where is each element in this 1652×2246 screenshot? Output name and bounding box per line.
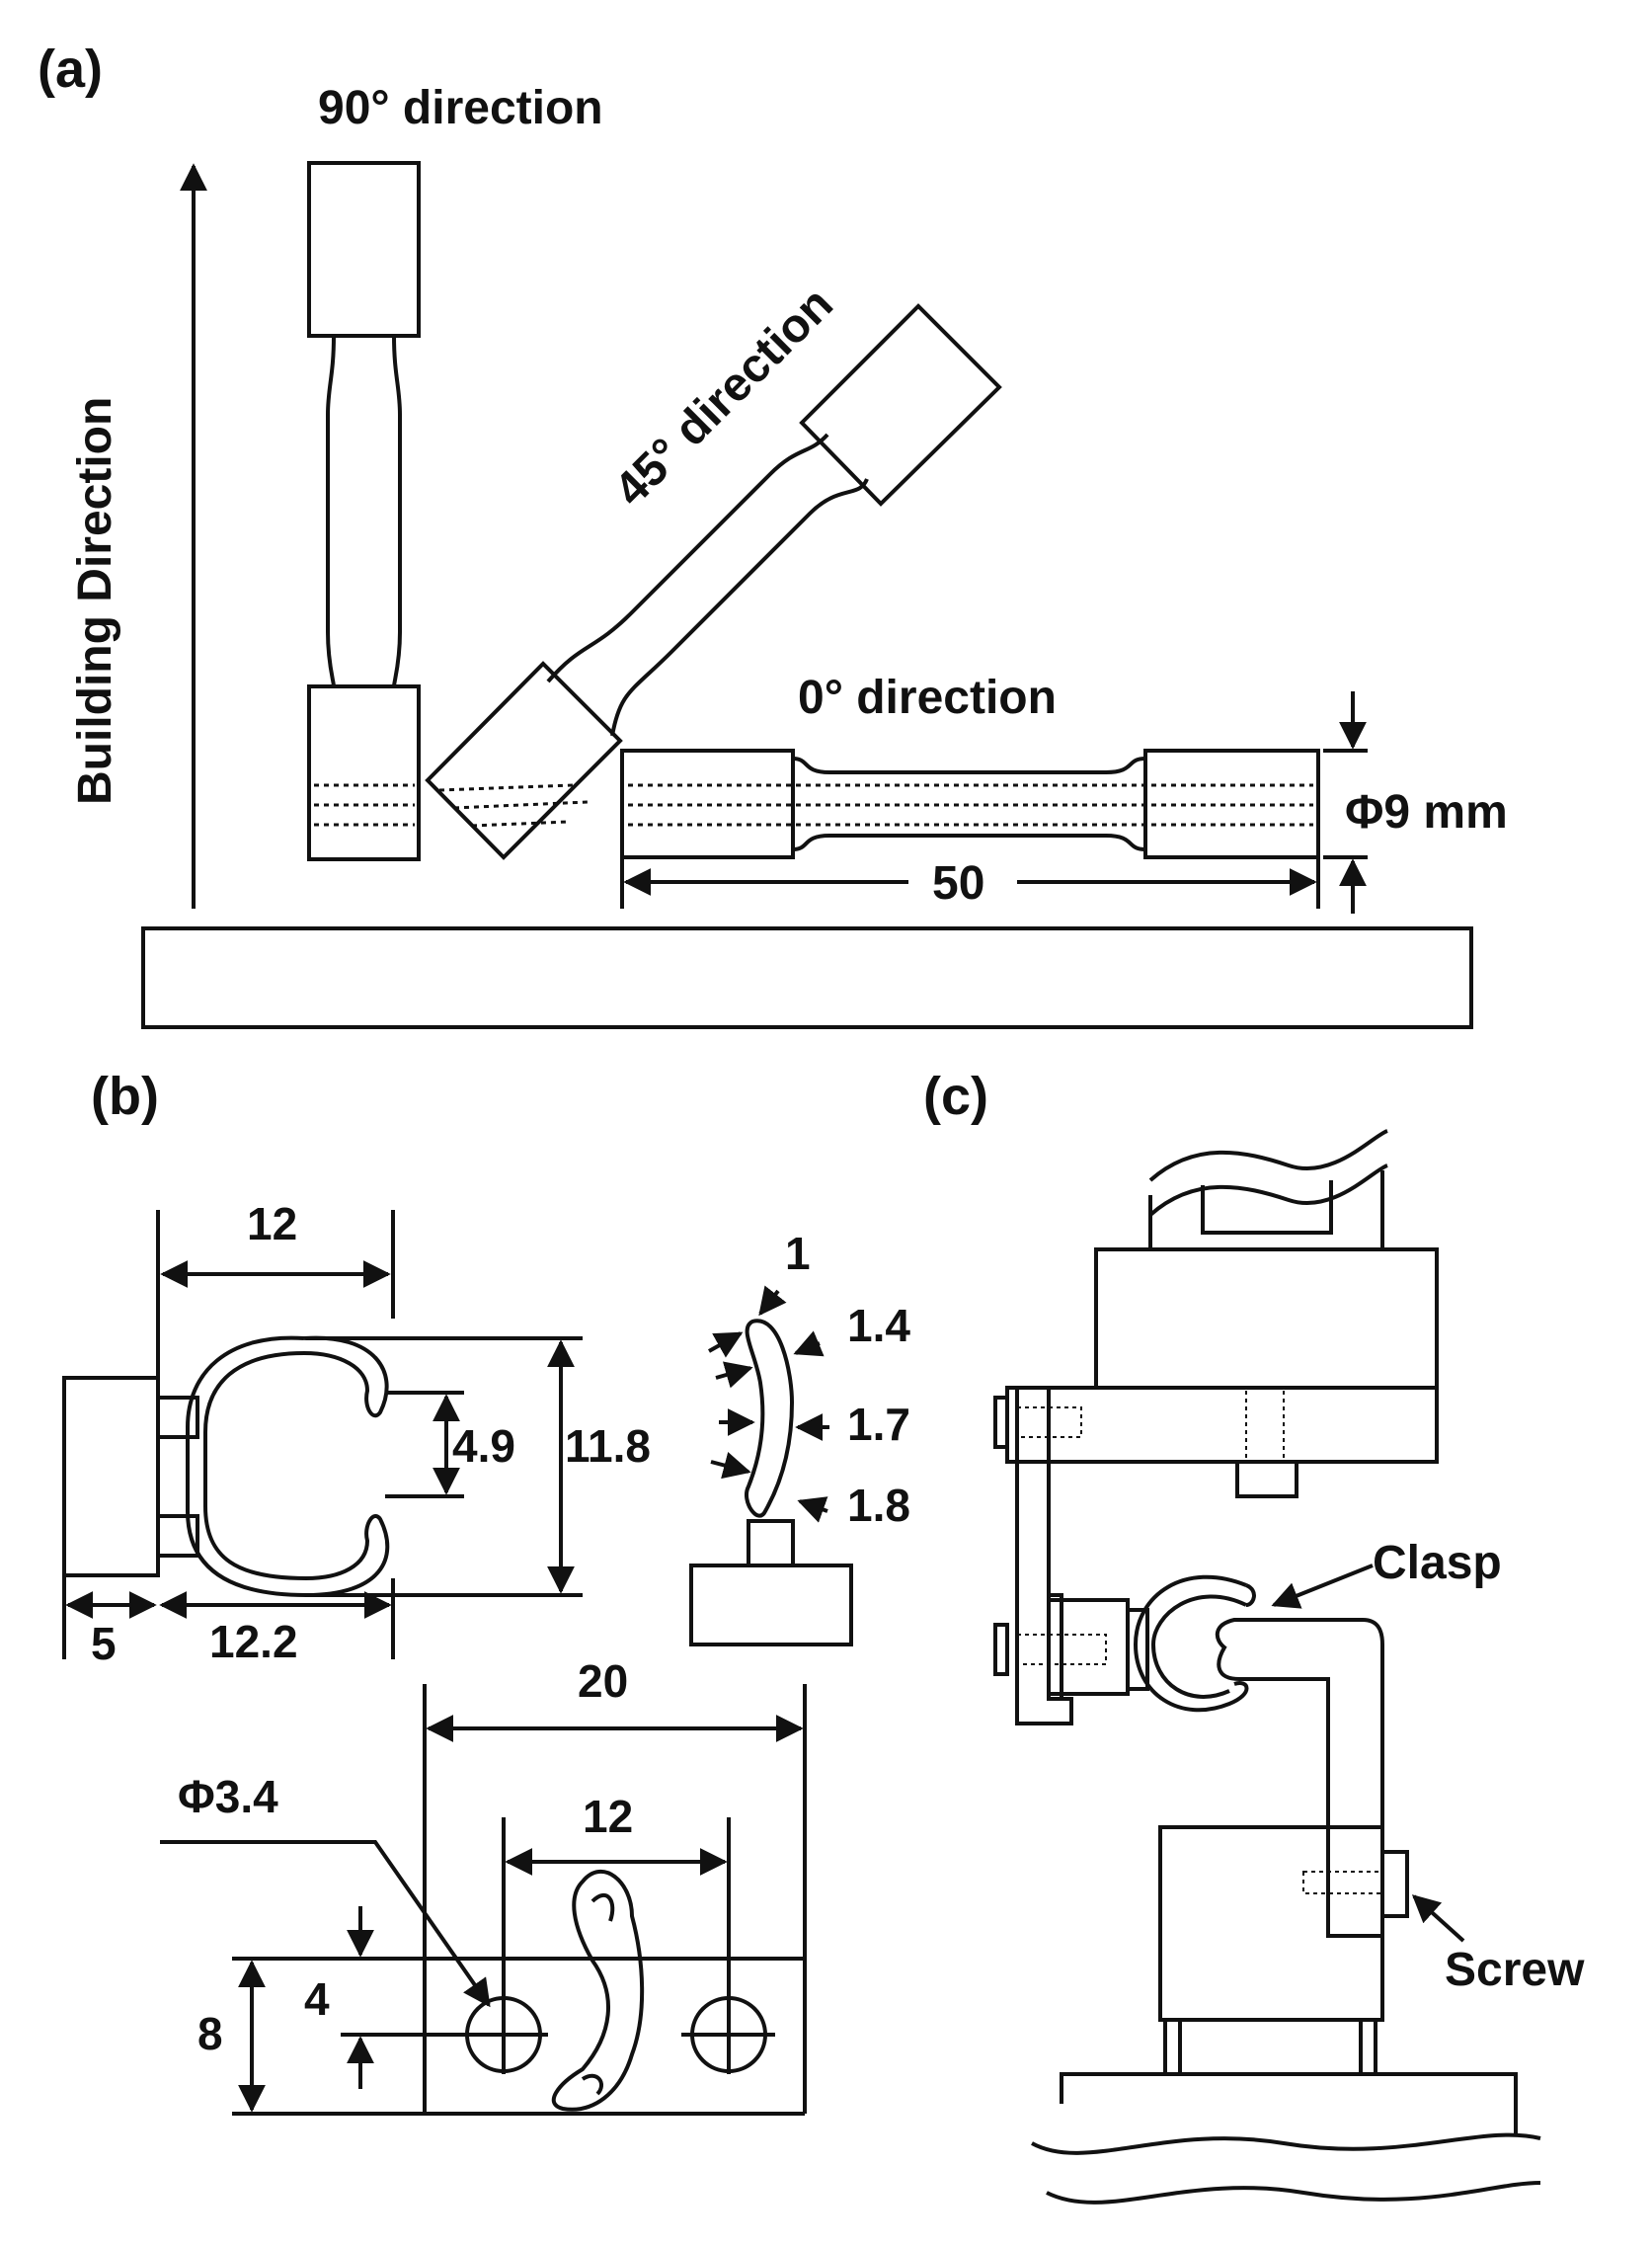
bottom-break-line-2 [1046, 2181, 1541, 2205]
hole-diameter-leader [160, 1840, 491, 2008]
thickness-profile [689, 1285, 853, 1646]
clamp-block [993, 1598, 1149, 1696]
specimen-90 [307, 161, 421, 861]
dim8-label: 8 [197, 2008, 223, 2059]
dim49-label: 4.9 [452, 1420, 515, 1472]
screw-arrow [1411, 1894, 1465, 1943]
label-90-direction: 90° direction [318, 82, 603, 134]
length-label: 50 [932, 857, 984, 910]
dim12-label: 12 [247, 1198, 297, 1249]
screw-label: Screw [1445, 1944, 1585, 1996]
hole-spacing-label: 12 [583, 1791, 633, 1842]
clasp-arrow [1271, 1564, 1374, 1609]
thickness-1-8: 1.8 [847, 1480, 910, 1531]
dim118-label: 11.8 [565, 1420, 651, 1472]
panel-b: (b) 12 4.9 11.8 5 12.2 [62, 1067, 910, 2116]
thickness-1: 1 [785, 1228, 811, 1279]
dim5-label: 5 [91, 1618, 117, 1669]
dim4-label: 4 [304, 1973, 330, 2025]
label-45-direction: 45° direction [604, 278, 843, 517]
thickness-1-4: 1.4 [847, 1300, 910, 1351]
thickness-1-7: 1.7 [847, 1399, 910, 1450]
panel-a: (a) Building Direction 90° direction [38, 40, 1508, 1029]
tooth-support [1215, 1618, 1384, 1938]
dim20-label: 20 [578, 1655, 628, 1707]
clasp-mounted [1133, 1574, 1256, 1713]
specimen-0 [620, 749, 1320, 859]
build-plate [141, 926, 1473, 1029]
specimen-45 [425, 303, 1002, 860]
top-break-line-2 [1148, 1163, 1388, 1217]
base-plate [232, 1684, 807, 2116]
label-0-direction: 0° direction [798, 672, 1057, 724]
clasp-label: Clasp [1373, 1537, 1502, 1589]
panel-b-label: (b) [91, 1067, 159, 1126]
panel-c: (c) [923, 1067, 1585, 2205]
lower-block [1031, 1825, 1541, 2205]
hole-diameter-label: Φ3.4 [178, 1771, 278, 1822]
diameter-label: Φ9 mm [1345, 786, 1508, 839]
clasp-side-view [62, 1335, 390, 1597]
panel-c-label: (c) [923, 1067, 988, 1126]
bottom-break-line-1 [1031, 2132, 1541, 2155]
building-direction-label: Building Direction [69, 397, 121, 805]
dim122-label: 12.2 [209, 1616, 298, 1667]
upper-holder [993, 1170, 1439, 1498]
top-break-line-1 [1148, 1129, 1388, 1182]
panel-a-label: (a) [38, 40, 103, 99]
